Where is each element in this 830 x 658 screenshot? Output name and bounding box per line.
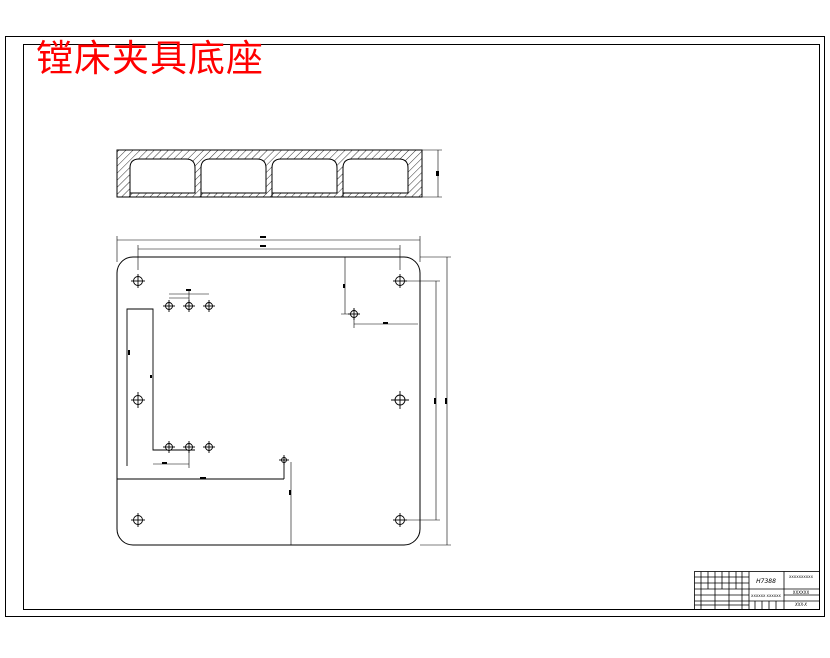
section-pocket-1 — [129, 158, 196, 197]
dim-text-slot-b — [150, 375, 152, 378]
dim-text-top-group — [186, 289, 191, 291]
base-plate-outline — [116, 256, 421, 546]
dim-text-overall — [260, 236, 266, 238]
outer-frame — [5, 36, 825, 617]
drawing-title: 镗床夹具底座 — [36, 37, 264, 80]
hole-bottom-left — [131, 513, 145, 527]
title-block-frame — [694, 571, 820, 610]
section-pocket-4 — [342, 158, 409, 197]
title-block-part-name: XXXXXX — [793, 590, 810, 595]
section-dim-text — [436, 171, 439, 176]
dim-text-bottom-group — [162, 462, 167, 464]
hole-step-small — [279, 455, 289, 465]
dim-text-step — [200, 477, 206, 479]
hole-bottom-right — [393, 513, 407, 527]
dim-text-small-a — [343, 284, 345, 288]
hole-top-right — [393, 274, 407, 288]
section-view — [116, 149, 442, 198]
hole-group-bottom-2 — [183, 441, 195, 453]
dim-text-height — [445, 398, 447, 404]
dim-text-small-b — [383, 322, 388, 324]
dim-text-slot — [128, 350, 130, 355]
dim-text-ref — [289, 490, 291, 495]
inner-frame — [23, 44, 820, 610]
title-block-drawing-code: H7388 — [756, 578, 776, 585]
hole-group-top-2 — [183, 300, 195, 312]
title-block-material: XXXXXX XXXXXX — [751, 594, 781, 598]
section-pocket-3 — [271, 158, 338, 197]
hole-small-upper-right — [348, 308, 360, 320]
section-pocket-2 — [200, 158, 267, 197]
title-block-company: XXXXXXXXXX — [789, 575, 814, 579]
hole-group-top-1 — [163, 300, 175, 312]
hole-mid-right — [391, 391, 409, 409]
holes — [131, 274, 409, 527]
dim-text-hole-height — [434, 398, 436, 404]
title-block — [694, 571, 820, 610]
hole-group-top-3 — [203, 300, 215, 312]
dim-text-spacing — [260, 245, 266, 247]
plan-view — [116, 236, 451, 546]
slot-outline — [126, 308, 195, 466]
hole-top-left — [131, 274, 145, 288]
hole-group-bottom-3 — [203, 441, 215, 453]
hole-mid-left — [131, 392, 145, 408]
hole-group-bottom-1 — [163, 441, 175, 453]
title-block-sheet-number: XXX-X — [794, 602, 807, 607]
